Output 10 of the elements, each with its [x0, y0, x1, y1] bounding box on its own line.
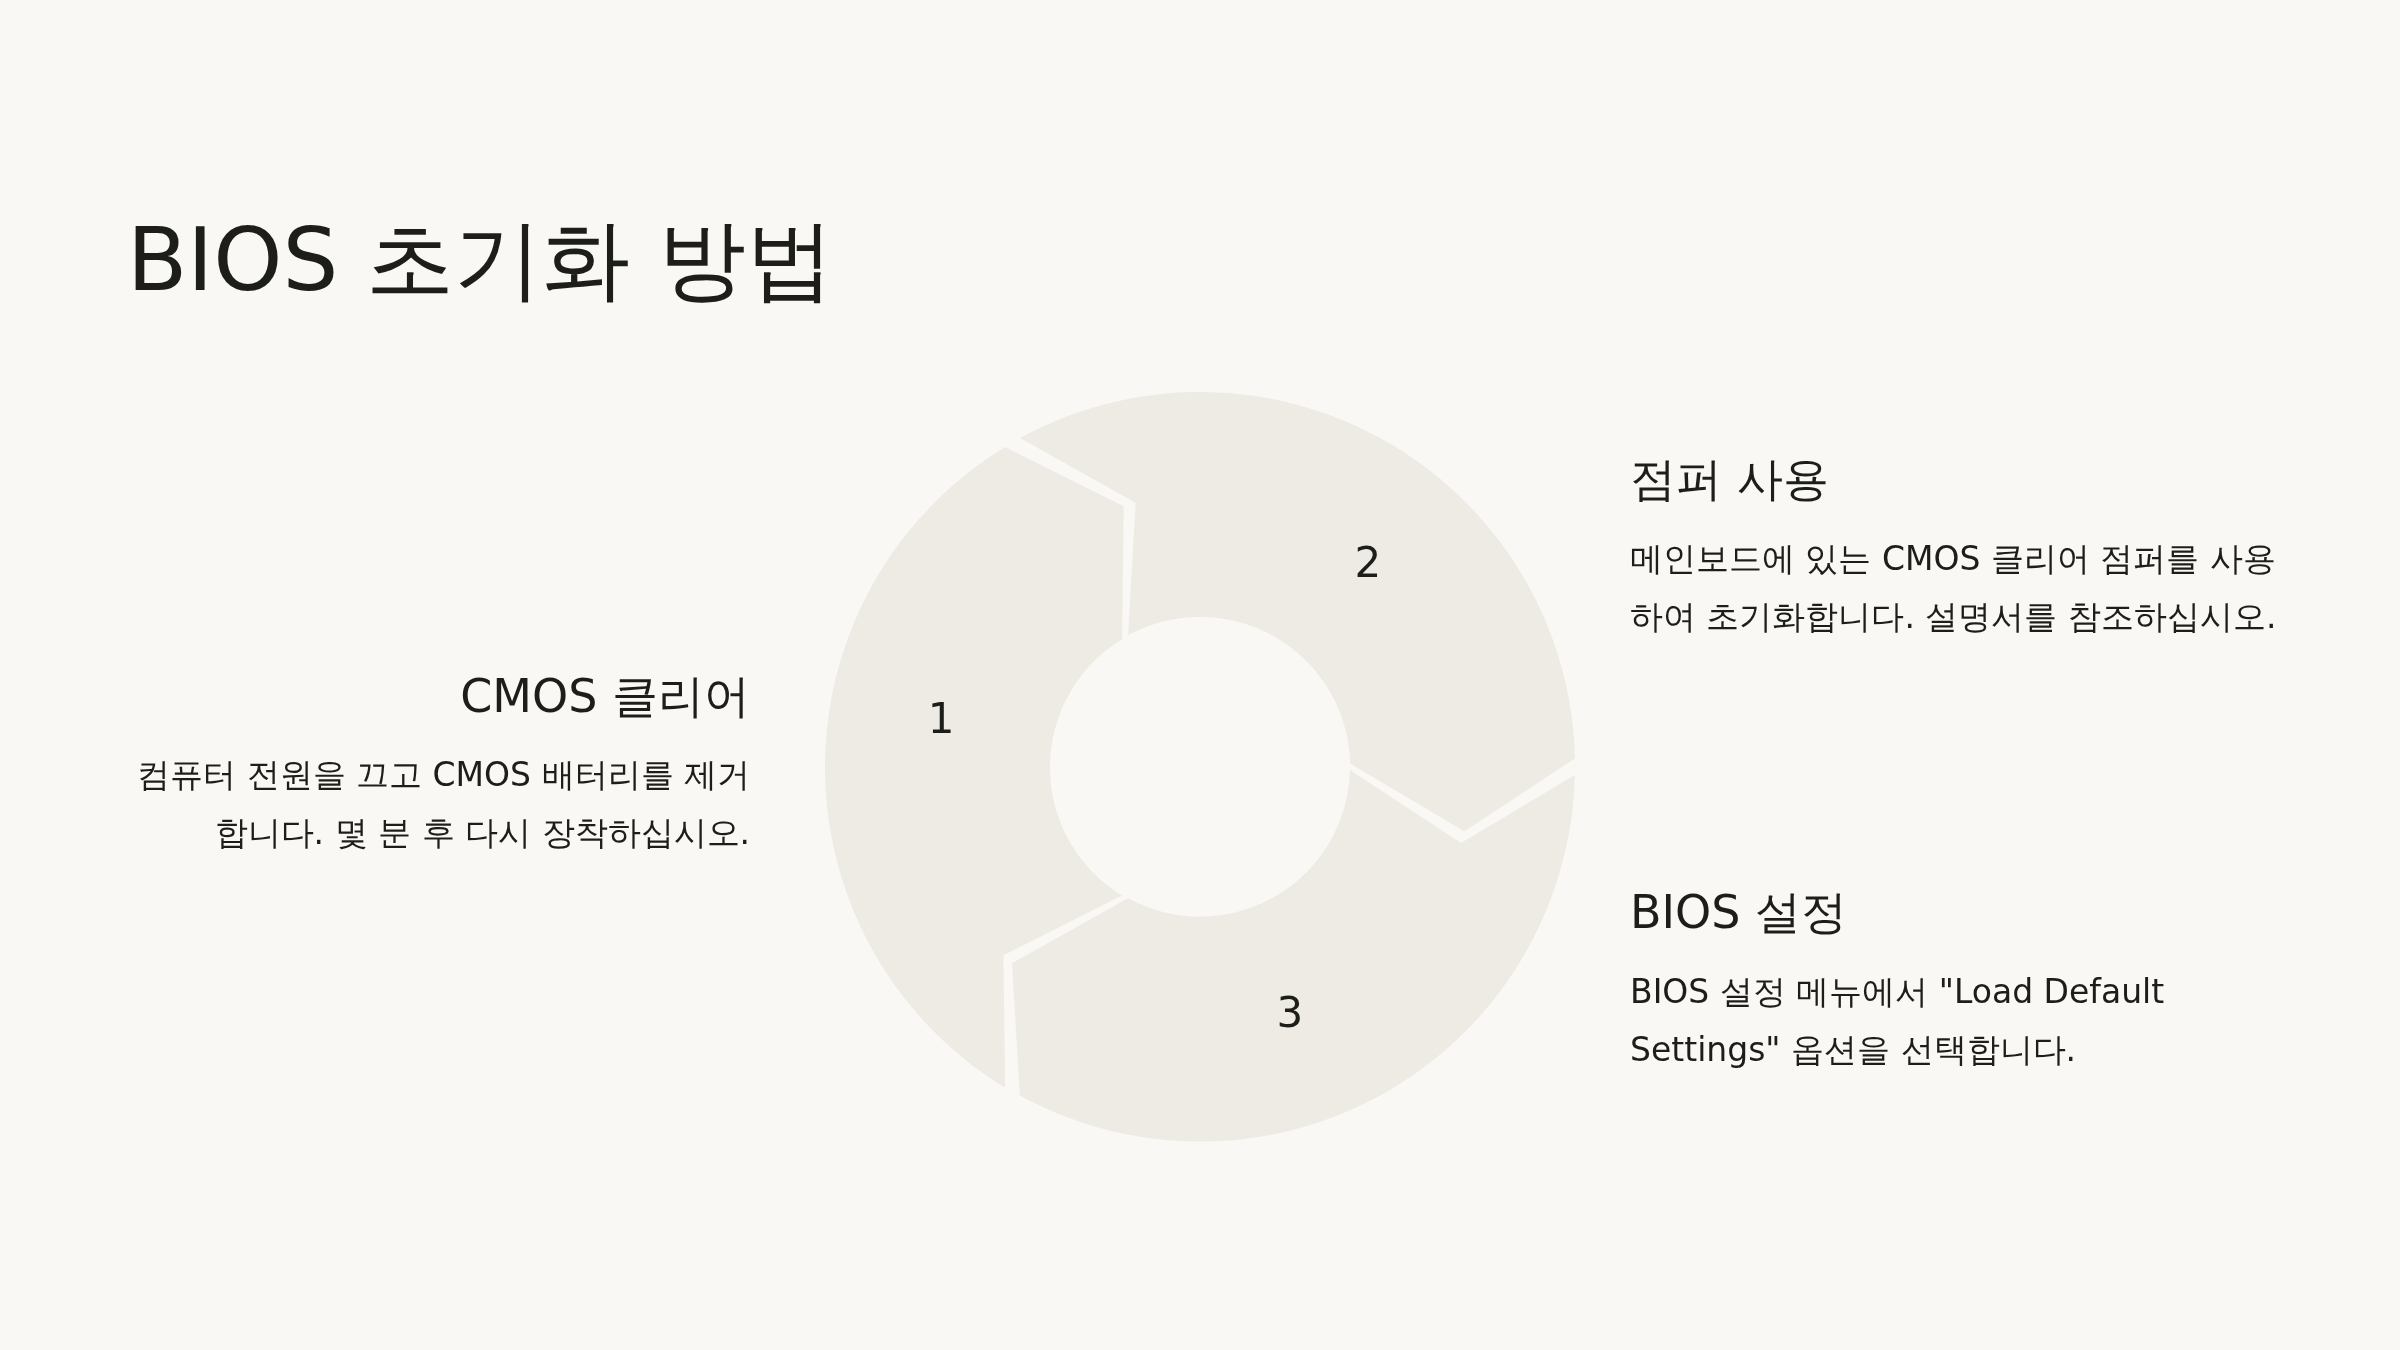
step-number: 3	[1275, 987, 1305, 1039]
title: BIOS 초기화 방법	[127, 207, 835, 313]
step-number: 2	[1353, 537, 1383, 589]
step-heading: CMOS 클리어	[459, 668, 750, 725]
step-description: 메인보드에 있는 CMOS 클리어 점퍼를 사용하여 초기화합니다. 설명서를 참조하십시오.	[1630, 538, 2278, 638]
step-description: BIOS 설정 메뉴에서 "Load Default Settings" 옵션을 선택합니다.	[1630, 971, 2166, 1071]
step-number: 1	[926, 693, 956, 745]
step-heading: BIOS 설정	[1630, 884, 1849, 941]
step-heading: 점퍼 사용	[1630, 451, 1830, 508]
step-description: 컴퓨터 전원을 끄고 CMOS 배터리를 제거합니다. 몇 분 후 다시 장착하십시오.	[136, 754, 750, 854]
